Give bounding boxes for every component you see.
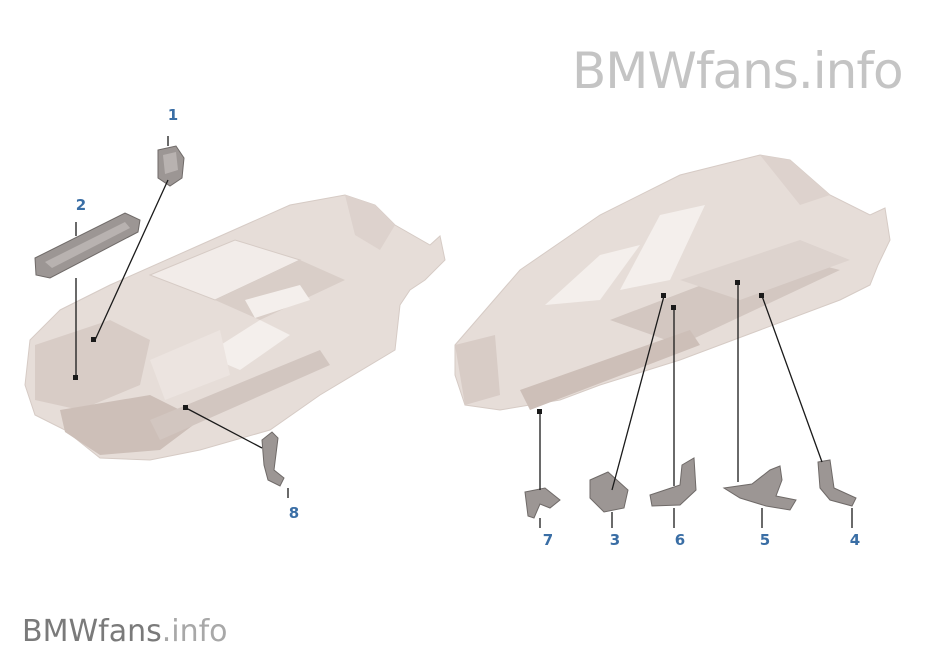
leader-lines [75, 136, 853, 528]
part-4-bracket [817, 459, 857, 507]
leader-dots [73, 280, 764, 414]
watermark-bottom-brand: BMWfans [22, 614, 162, 649]
part-8-bracket [261, 431, 285, 487]
watermark-top-brand: BMWfans [572, 42, 799, 100]
part-7-bracket [524, 487, 561, 519]
callout-3: 3 [609, 531, 621, 549]
part-3-bracket [589, 471, 629, 513]
part-2-long-bracket [34, 212, 141, 279]
callout-1: 1 [167, 106, 179, 124]
watermark-bottom-suffix: .info [161, 614, 228, 649]
part-5-bracket [722, 465, 797, 511]
callout-2: 2 [75, 196, 87, 214]
callout-6: 6 [674, 531, 686, 549]
callout-4: 4 [849, 531, 861, 549]
watermark-bottom: BMWfans.info [22, 614, 228, 649]
part-6-bracket [649, 457, 697, 507]
watermark-top-suffix: .info [797, 42, 904, 100]
callout-8: 8 [288, 504, 300, 522]
car-body-underside-view [454, 154, 891, 411]
callout-5: 5 [759, 531, 771, 549]
part-1-bracket [157, 145, 185, 187]
watermark-top: BMWfans.info [572, 42, 904, 100]
callout-7: 7 [542, 531, 554, 549]
car-body-front-view [24, 194, 446, 461]
